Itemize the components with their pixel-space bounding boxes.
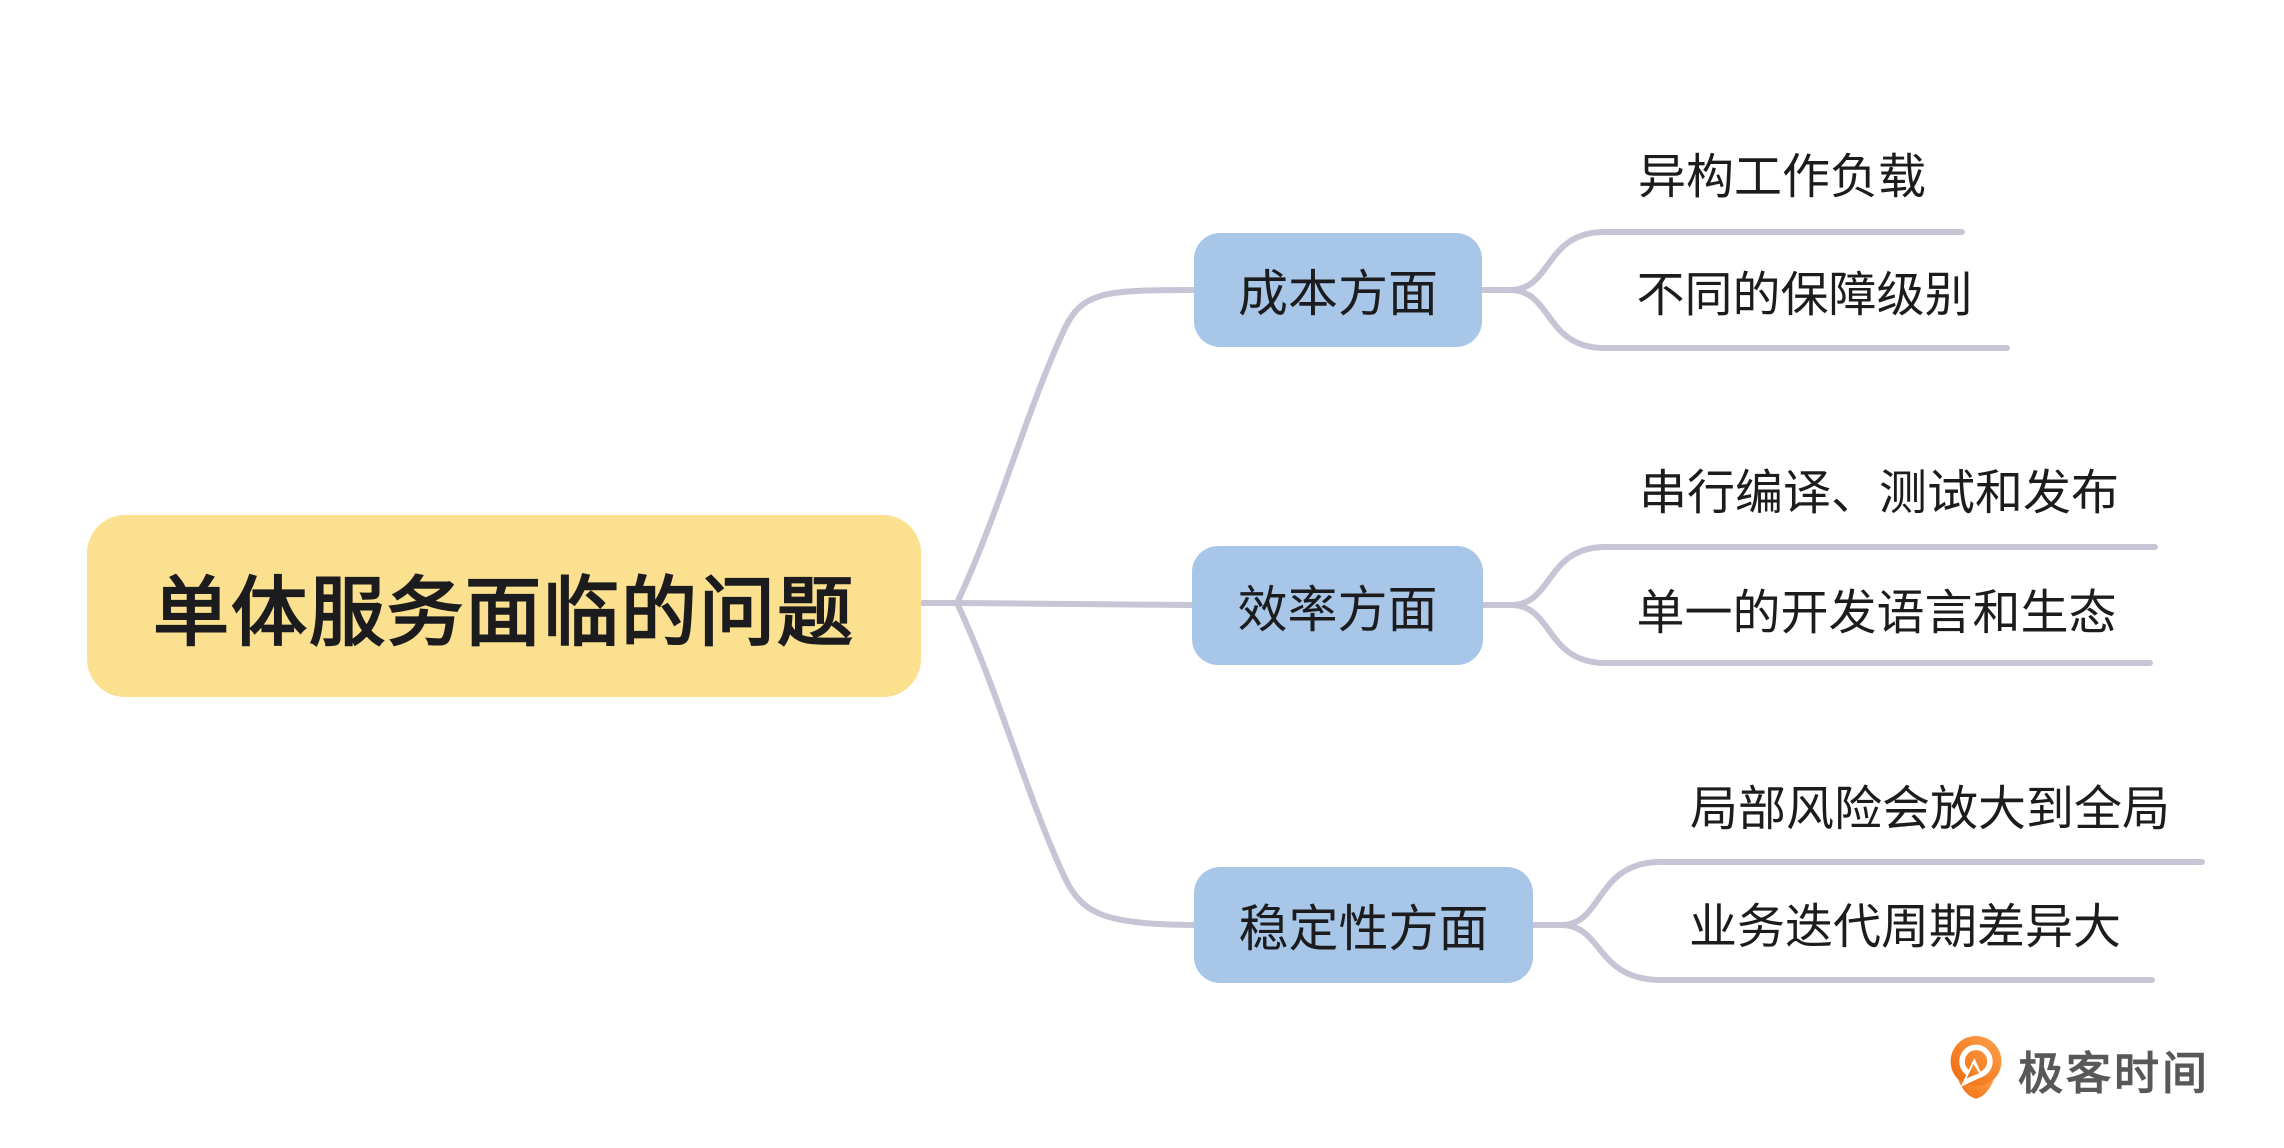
connector-root-to-efficiency [954, 600, 1195, 608]
connector-cost-child2 [1509, 287, 2010, 351]
leaf-node-different-guarantee-levels: 不同的保障级别 [1636, 269, 1973, 322]
connector-root-to-stability [954, 600, 1197, 928]
leaf-node-single-language-ecosystem: 单一的开发语言和生态 [1636, 587, 2117, 640]
branch-label-efficiency: 效率方面 [1237, 581, 1438, 638]
root-topic-label: 单体服务面临的问题 [153, 571, 855, 656]
leaf-node-local-risk-global: 局部风险会放大到全局 [1689, 783, 2170, 836]
geektime-logo-text: 极客时间 [2018, 1047, 2211, 1099]
leaf-node-iteration-cycle-difference: 业务迭代周期差异大 [1688, 901, 2121, 954]
geektime-watermark: 极客时间 [1948, 1036, 2210, 1102]
root-topic-node: 单体服务面临的问题 [87, 515, 921, 697]
branch-node-stability: 稳定性方面 [1194, 867, 1533, 983]
branch-label-cost: 成本方面 [1238, 266, 1438, 322]
connector-efficiency-child1 [1510, 544, 2158, 608]
branch-node-cost: 成本方面 [1194, 233, 1482, 347]
connector-root-to-cost [954, 287, 1197, 606]
branch-node-efficiency: 效率方面 [1192, 546, 1483, 665]
geektime-logo-icon [1950, 1036, 2002, 1099]
branch-label-stability: 稳定性方面 [1238, 901, 1489, 957]
connector-stability-child1 [1560, 859, 2205, 928]
connector-cost-child1 [1509, 229, 1965, 293]
leaf-node-serial-build-test-release: 串行编译、测试和发布 [1638, 467, 2119, 520]
connector-efficiency-child2 [1510, 602, 2153, 666]
connector-stability-child2 [1560, 922, 2155, 983]
leaf-node-heterogeneous-workload: 异构工作负载 [1637, 151, 1926, 204]
